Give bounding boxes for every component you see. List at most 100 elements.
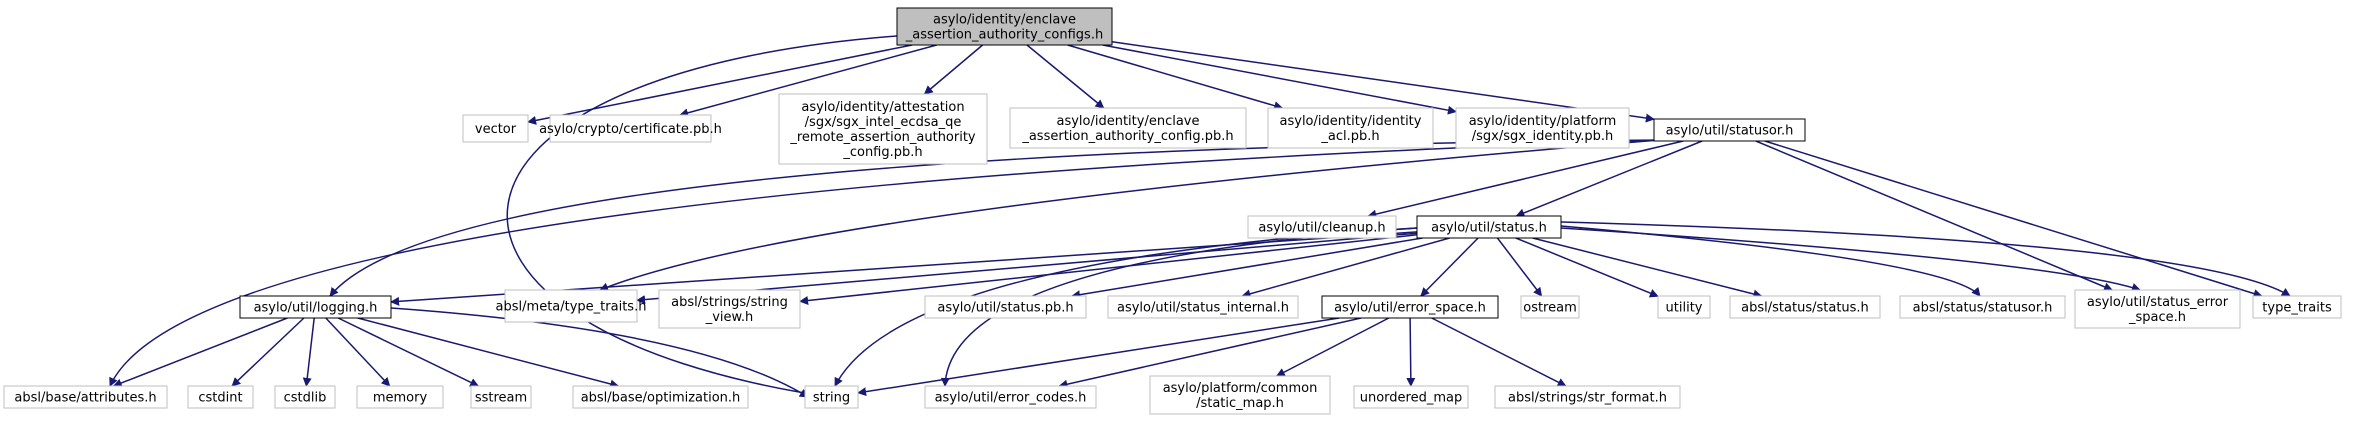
node-status[interactable]: asylo/util/status.h [1416, 215, 1562, 239]
node-logging[interactable]: asylo/util/logging.h [239, 295, 392, 319]
node-type_traits: type_traits [2252, 295, 2342, 319]
node-label: _space.h [2128, 310, 2186, 325]
node-absl_status: absl/status/status.h [1729, 295, 1881, 319]
node-vector: vector [462, 114, 529, 143]
edge-status-to-status_internal [1241, 237, 1450, 299]
edge-root-to-attestation [923, 44, 984, 95]
node-attributes: absl/base/attributes.h [3, 385, 168, 409]
node-label: asylo/platform/common [1163, 381, 1318, 396]
edge-logging-to-sstream [337, 317, 480, 387]
node-label: /static_map.h [1196, 396, 1284, 411]
node-statusor[interactable]: asylo/util/statusor.h [1653, 118, 1806, 142]
edge-status-to-type_traits [1560, 221, 2291, 297]
edge-root-to-string [506, 34, 911, 401]
node-memory: memory [356, 385, 444, 409]
node-label: memory [373, 391, 428, 406]
node-string: string [804, 385, 859, 409]
node-label: /sgx/sgx_intel_ecdsa_qe [805, 115, 962, 130]
edge-status-to-absl_status [1532, 237, 1763, 299]
edge-statusor-to-attributes [109, 139, 1661, 387]
node-status_internal: asylo/util/status_internal.h [1107, 295, 1299, 319]
node-label: _assertion_authority_configs.h [905, 28, 1103, 43]
node-certificate: asylo/crypto/certificate.pb.h [539, 114, 722, 143]
node-attestation: asylo/identity/attestation/sgx/sgx_intel… [778, 93, 988, 165]
edge-error_space-to-error_codes [1058, 317, 1362, 389]
edge-logging-to-memory [325, 317, 391, 387]
edge-status-to-type_traits_meta [636, 232, 1418, 305]
node-static_map: asylo/platform/common/static_map.h [1149, 375, 1331, 415]
node-sstream: sstream [470, 385, 532, 409]
edge-statusor-to-type_traits [1764, 140, 2263, 298]
node-root[interactable]: asylo/identity/enclave_assertion_authori… [896, 7, 1113, 46]
edge-logging-to-optimization [357, 317, 620, 389]
node-cstdint: cstdint [187, 385, 254, 409]
edge-status-to-ostream [1496, 237, 1543, 297]
edge-root-to-statusor [1111, 41, 1655, 123]
node-label: asylo/identity/platform [1469, 114, 1617, 129]
node-label: asylo/util/status.pb.h [937, 301, 1073, 316]
edge-status-to-string [834, 227, 1418, 387]
node-unordered_map: unordered_map [1353, 385, 1469, 409]
node-label: absl/status/statusor.h [1913, 301, 2053, 316]
node-status_pb: asylo/util/status.pb.h [924, 295, 1087, 319]
node-label: asylo/util/statusor.h [1666, 124, 1794, 139]
edge-logging-to-cstdint [231, 317, 305, 387]
node-label: absl/base/attributes.h [14, 391, 156, 406]
node-label: asylo/util/cleanup.h [1258, 221, 1385, 236]
node-type_traits_meta: absl/meta/type_traits.h [496, 289, 646, 323]
node-label: unordered_map [1360, 391, 1463, 406]
node-error_space[interactable]: asylo/util/error_space.h [1321, 295, 1499, 319]
node-label: /sgx/sgx_identity.pb.h [1472, 129, 1613, 144]
node-label: type_traits [2262, 301, 2332, 316]
edge-root-to-enclave_cfg [1026, 44, 1105, 109]
node-label: ostream [1523, 301, 1577, 316]
node-label: absl/strings/string [671, 295, 788, 310]
edge-root-to-sgx_identity [1102, 44, 1457, 115]
node-label: asylo/util/error_space.h [1334, 301, 1486, 316]
node-label: _view.h [705, 310, 754, 325]
edge-logging-to-string [390, 307, 809, 398]
edge-status-to-error_space [1420, 237, 1479, 297]
node-label: _acl.pb.h [1320, 129, 1379, 144]
edge-root-to-identity_acl [1067, 44, 1284, 111]
node-label: absl/base/optimization.h [581, 391, 741, 406]
node-label: asylo/crypto/certificate.pb.h [539, 122, 722, 137]
node-cleanup: asylo/util/cleanup.h [1247, 215, 1397, 239]
node-label: cstdlib [284, 391, 327, 406]
edge-error_space-to-string [857, 317, 1340, 397]
edge-statusor-to-status_error_space [1755, 140, 2113, 292]
edge-error_space-to-unordered_map [1406, 317, 1416, 387]
node-label: asylo/identity/enclave [1056, 114, 1199, 129]
node-label: asylo/identity/enclave [933, 13, 1076, 28]
node-status_error_space: asylo/util/status_error_space.h [2074, 289, 2241, 329]
node-ostream: ostream [1520, 295, 1580, 319]
node-cstdlib: cstdlib [274, 385, 336, 409]
node-error_codes: asylo/util/error_codes.h [924, 385, 1097, 409]
node-absl_statusor: absl/status/statusor.h [1899, 295, 2066, 319]
node-identity_acl: asylo/identity/identity_acl.pb.h [1267, 107, 1434, 149]
node-label: asylo/util/status_internal.h [1117, 301, 1289, 316]
node-sgx_identity: asylo/identity/platform/sgx/sgx_identity… [1455, 107, 1630, 149]
edge-status-to-utility [1515, 237, 1659, 298]
node-enclave_cfg: asylo/identity/enclave_assertion_authori… [1009, 107, 1247, 149]
edge-logging-to-cstdlib [302, 317, 315, 387]
node-label: asylo/util/status_error [2087, 295, 2229, 310]
node-utility: utility [1657, 295, 1711, 319]
node-label: sstream [475, 391, 527, 406]
node-label: absl/status/status.h [1741, 301, 1869, 316]
node-label: string [813, 391, 850, 406]
edge-error_space-to-static_map [1275, 317, 1390, 377]
node-label: asylo/util/status.h [1431, 221, 1547, 236]
node-str_format: absl/strings/str_format.h [1494, 385, 1681, 409]
edge-root-to-certificate [679, 44, 937, 118]
node-label: vector [475, 122, 517, 137]
edge-statusor-to-type_traits_meta [599, 139, 1661, 292]
node-string_view: absl/strings/string_view.h [658, 289, 801, 329]
edge-logging-to-attributes [112, 317, 288, 388]
edge-statusor-to-cleanup [1367, 140, 1684, 219]
node-label: asylo/util/error_codes.h [935, 391, 1087, 406]
node-label: asylo/util/logging.h [254, 301, 378, 316]
edge-status-to-status_pb [1071, 237, 1423, 300]
node-label: absl/strings/str_format.h [1508, 391, 1667, 406]
